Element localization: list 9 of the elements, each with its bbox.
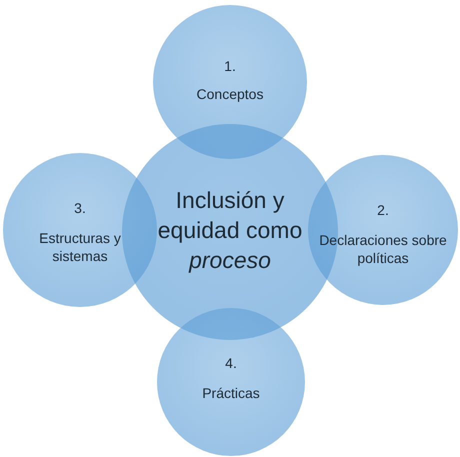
circle-label: Prácticas — [201, 384, 261, 402]
circle-label: Inclusión y equidad como proceso — [156, 186, 304, 275]
circle-label: Conceptos — [196, 85, 264, 104]
item-number: 3. — [73, 199, 87, 218]
item-number: 4. — [224, 354, 238, 372]
circle-label: Declaraciones sobre políticas — [318, 231, 448, 268]
item-number: 1. — [223, 57, 237, 76]
item-number: 2. — [376, 201, 390, 220]
circle-label: Estructuras y sistemas — [38, 229, 122, 266]
